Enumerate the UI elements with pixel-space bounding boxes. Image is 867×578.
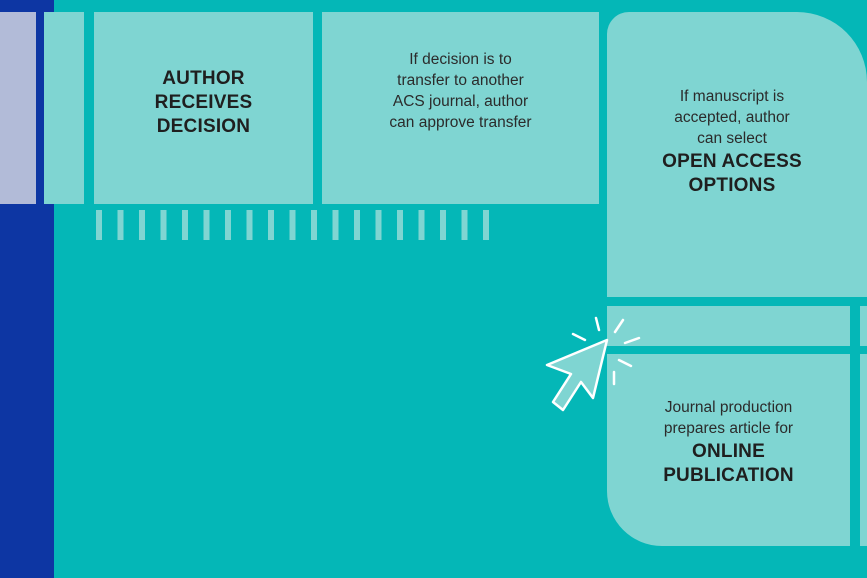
- dash-mark: [182, 210, 188, 240]
- narrow-box: [44, 12, 84, 204]
- dash-mark: [289, 210, 296, 240]
- production-line-2: prepares article for: [663, 419, 794, 437]
- dash-mark: [461, 210, 468, 240]
- step-transfer: If decision is to transfer to another AC…: [322, 12, 599, 204]
- dash-mark: [96, 210, 102, 240]
- cursor-arrow-icon: [545, 316, 641, 412]
- open-access-line-1: If manuscript is: [679, 88, 785, 105]
- production-line-1: Journal production: [664, 399, 793, 416]
- connector-box: [607, 306, 850, 346]
- dash-mark: [139, 210, 145, 240]
- step-author-receives-decision: AUTHOR RECEIVES DECISION: [94, 12, 313, 204]
- open-access-title-1: OPEN ACCESS: [662, 150, 802, 172]
- dash-mark: [117, 210, 124, 240]
- open-access-text: If manuscript is accepted, author can se…: [607, 87, 867, 197]
- dash-mark: [483, 210, 489, 240]
- production-title-1: ONLINE: [692, 440, 765, 462]
- dash-marks: [96, 210, 489, 240]
- dash-mark: [311, 210, 317, 240]
- transfer-line-1: If decision is to: [409, 51, 512, 68]
- next-box-edge: [860, 354, 867, 546]
- dash-mark: [225, 210, 231, 240]
- production-text: Journal production prepares article for …: [607, 398, 850, 487]
- open-access-line-3: can select: [697, 129, 767, 147]
- dash-mark: [203, 210, 210, 240]
- production-title-2: PUBLICATION: [663, 464, 794, 486]
- dash-mark: [397, 210, 403, 240]
- dash-mark: [418, 210, 425, 240]
- open-access-line-2: accepted, author: [674, 108, 790, 126]
- dash-mark: [375, 210, 382, 240]
- dash-mark: [246, 210, 253, 240]
- transfer-line-2: transfer to another: [397, 71, 524, 89]
- dash-mark: [268, 210, 274, 240]
- dash-mark: [440, 210, 446, 240]
- transfer-text: If decision is to transfer to another AC…: [322, 50, 599, 134]
- dash-mark: [160, 210, 167, 240]
- transfer-line-3: ACS journal, author: [392, 92, 529, 110]
- step-open-access: If manuscript is accepted, author can se…: [607, 12, 867, 297]
- step-online-publication: Journal production prepares article for …: [607, 354, 850, 546]
- left-lavender-bar: [0, 12, 36, 204]
- transfer-line-4: can approve transfer: [389, 113, 532, 131]
- author-decision-title: AUTHOR RECEIVES DECISION: [154, 68, 253, 137]
- dash-mark: [332, 210, 339, 240]
- open-access-title-2: OPTIONS: [688, 174, 776, 196]
- dash-mark: [354, 210, 360, 240]
- connector-box-right: [860, 306, 867, 346]
